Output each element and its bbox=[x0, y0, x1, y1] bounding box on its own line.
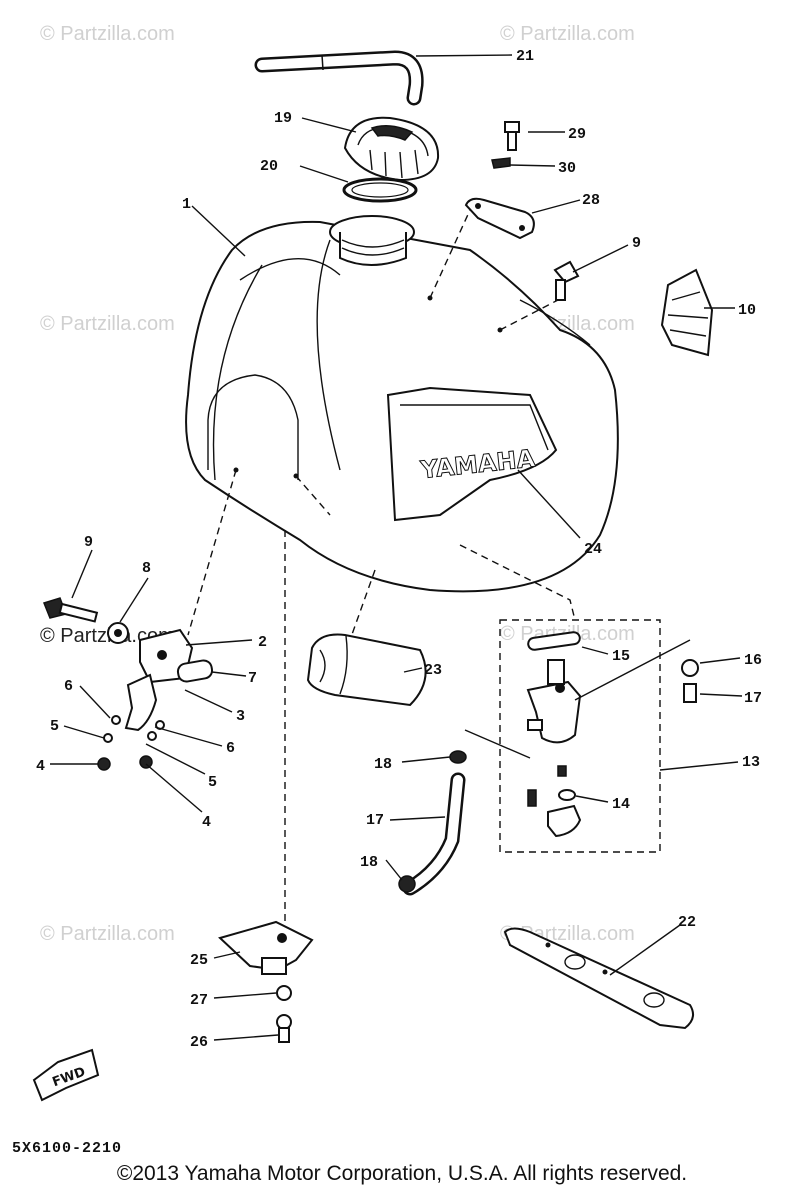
part-nut[interactable] bbox=[276, 985, 292, 1001]
part-fuel-cup[interactable] bbox=[527, 765, 582, 838]
leader-line bbox=[464, 729, 531, 759]
callout-label: 26 bbox=[190, 1034, 208, 1051]
part-collar[interactable] bbox=[176, 659, 214, 683]
callout-label: 15 bbox=[612, 648, 630, 665]
part-screw[interactable] bbox=[97, 757, 111, 771]
part-cap-gasket[interactable] bbox=[342, 177, 418, 203]
fwd-arrow: FWD bbox=[32, 1048, 100, 1102]
callout-label: 9 bbox=[632, 235, 641, 252]
callout-label: 1 bbox=[182, 196, 191, 213]
callout-label: 5 bbox=[208, 774, 217, 791]
callout-label: 22 bbox=[678, 914, 696, 931]
watermark: © Partzilla.com bbox=[40, 313, 175, 335]
leader-line bbox=[574, 639, 691, 701]
part-plate-washer[interactable] bbox=[111, 715, 121, 725]
part-oring[interactable] bbox=[558, 789, 576, 801]
callout-label: 17 bbox=[366, 812, 384, 829]
callouts: 21 19 20 29 30 28 9 10 1 24 2 3 7 8 9 6 … bbox=[36, 48, 762, 1051]
callout-label: 8 bbox=[142, 560, 151, 577]
part-tank-bracket[interactable] bbox=[218, 920, 314, 975]
callout-label: 30 bbox=[558, 160, 576, 177]
part-bolt-26[interactable] bbox=[276, 1014, 292, 1043]
callout-label: 27 bbox=[190, 992, 208, 1009]
part-lock-washer[interactable] bbox=[103, 733, 113, 743]
callout-label: 2 bbox=[258, 634, 267, 651]
callout-label: 6 bbox=[226, 740, 235, 757]
part-fuel-hose[interactable] bbox=[402, 772, 466, 896]
part-breather-hose[interactable] bbox=[254, 50, 424, 106]
callout-label: 23 bbox=[424, 662, 442, 679]
callout-label: 25 bbox=[190, 952, 208, 969]
callout-label: 28 bbox=[582, 192, 600, 209]
callout-label: 17 bbox=[744, 690, 762, 707]
part-cushion[interactable] bbox=[660, 268, 714, 357]
part-tank-emblem[interactable]: YAMAHA bbox=[386, 386, 558, 522]
part-screw[interactable] bbox=[139, 755, 153, 769]
callout-label: 7 bbox=[248, 670, 257, 687]
watermark: © Partzilla.com bbox=[40, 23, 175, 45]
callout-label: 14 bbox=[612, 796, 630, 813]
callout-label: 19 bbox=[274, 110, 292, 127]
callout-label: 21 bbox=[516, 48, 534, 65]
callout-label: 3 bbox=[236, 708, 245, 725]
callout-label: 18 bbox=[374, 756, 392, 773]
part-tank-cover[interactable] bbox=[306, 633, 427, 707]
watermark: © Partzilla.com bbox=[40, 923, 175, 945]
callout-label: 18 bbox=[360, 854, 378, 871]
part-mount-bolt[interactable] bbox=[553, 260, 580, 301]
copyright-notice: ©2013 Yamaha Motor Corporation, U.S.A. A… bbox=[116, 1162, 688, 1185]
part-washer[interactable] bbox=[107, 622, 129, 644]
part-bolt[interactable] bbox=[504, 121, 520, 151]
part-hose-clip[interactable] bbox=[398, 875, 416, 893]
callout-label: 13 bbox=[742, 754, 760, 771]
callout-label: 4 bbox=[36, 758, 45, 775]
part-hose-clip[interactable] bbox=[449, 750, 467, 764]
callout-label: 6 bbox=[64, 678, 73, 695]
watermark: © Partzilla.com bbox=[500, 23, 635, 45]
part-clip[interactable] bbox=[491, 157, 511, 169]
callout-leaders bbox=[50, 54, 743, 1041]
part-bolt-9[interactable] bbox=[43, 597, 99, 623]
callout-label: 24 bbox=[584, 541, 602, 558]
part-cock-screw[interactable] bbox=[681, 659, 699, 703]
callout-label: 10 bbox=[738, 302, 756, 319]
part-lock-washer[interactable] bbox=[147, 731, 157, 741]
diagram-part-code: 5X6100-2210 bbox=[12, 1140, 123, 1157]
part-clamp[interactable] bbox=[124, 673, 158, 732]
callout-label: 5 bbox=[50, 718, 59, 735]
assembly-guide-lines bbox=[187, 209, 661, 940]
part-fuel-cock[interactable] bbox=[526, 659, 582, 744]
callout-label: 4 bbox=[202, 814, 211, 831]
part-bracket[interactable] bbox=[464, 197, 535, 240]
callout-label: 16 bbox=[744, 652, 762, 669]
callout-label: 29 bbox=[568, 126, 586, 143]
part-tank-band[interactable] bbox=[503, 927, 695, 1030]
callout-label: 20 bbox=[260, 158, 278, 175]
callout-label: 9 bbox=[84, 534, 93, 551]
part-fuel-cock-gasket[interactable] bbox=[527, 631, 581, 651]
part-fuel-cap[interactable] bbox=[343, 116, 440, 182]
